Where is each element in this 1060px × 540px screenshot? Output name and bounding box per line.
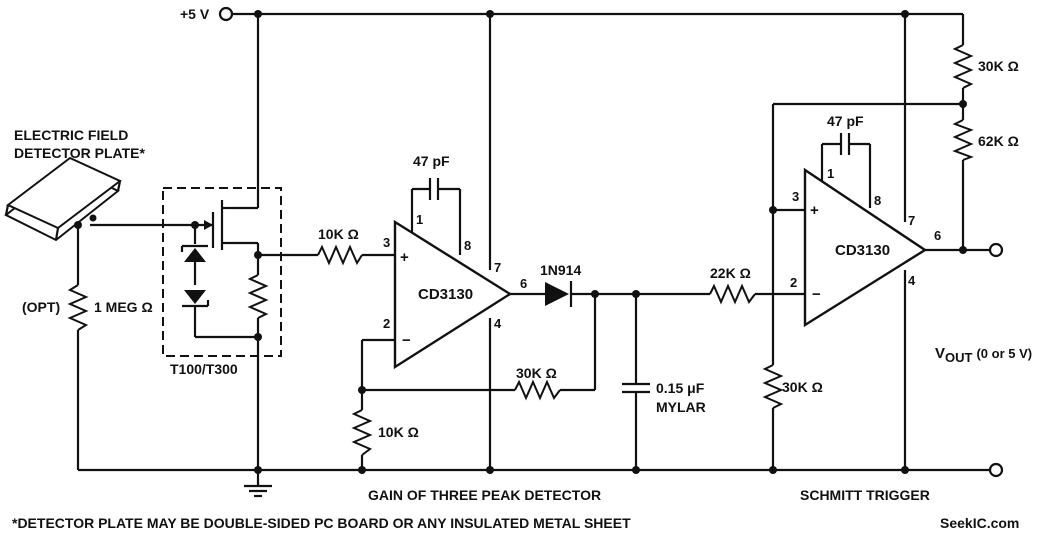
- opamp2-name: CD3130: [835, 242, 890, 259]
- opamp1-triangle: [393, 219, 513, 370]
- plate-title-line2: DETECTOR PLATE*: [14, 145, 145, 161]
- vout-label: VOUT(0 or 5 V): [935, 345, 1032, 365]
- diode-1n914: [545, 281, 573, 307]
- output-terminal: [988, 242, 1004, 258]
- opamp1-pin6: 6: [520, 276, 527, 291]
- c-fb1-label: 47 pF: [413, 153, 450, 169]
- supply-label: +5 V: [180, 6, 210, 22]
- module-box: [162, 187, 282, 357]
- opamp1-name: CD3130: [418, 286, 473, 303]
- opamp2-pin2: 2: [790, 275, 797, 290]
- c-hold-type: MYLAR: [656, 399, 706, 415]
- opamp2-pin7: 7: [908, 213, 915, 228]
- r-top1-label: 30K Ω: [978, 58, 1019, 74]
- module-label: T100/T300: [170, 361, 238, 377]
- resistor-30k-top: [952, 44, 974, 89]
- c-fb2-label: 47 pF: [827, 113, 864, 129]
- resistor-1meg: [67, 284, 89, 331]
- supply-terminal: [218, 6, 234, 22]
- opamp1-plus: +: [400, 249, 409, 266]
- r-in-label: 10K Ω: [318, 226, 359, 242]
- plate-title-line1: ELECTRIC FIELD: [14, 127, 128, 143]
- detector-plate-icon: [4, 156, 122, 242]
- opamp2-pin3: 3: [792, 189, 799, 204]
- capacitor-symbols: [428, 133, 851, 394]
- opamp1-minus: −: [402, 332, 411, 349]
- opamp1-pin3: 3: [383, 235, 390, 250]
- opamp2-pin6: 6: [934, 228, 941, 243]
- resistor-30k-feedback: [514, 379, 561, 401]
- r-bot-label: 30K Ω: [782, 379, 823, 395]
- r-gnd-label: 10K Ω: [378, 424, 419, 440]
- resistor-10k-input: [317, 244, 363, 266]
- opamp2-minus: −: [812, 286, 821, 303]
- resistor-10k-ground: [351, 409, 373, 456]
- footnote: *DETECTOR PLATE MAY BE DOUBLE-SIDED PC B…: [12, 515, 631, 531]
- opamp2-pin4: 4: [908, 273, 916, 288]
- resistor-30k-bottom: [762, 364, 784, 409]
- r-fb-label: 30K Ω: [516, 365, 557, 381]
- resistor-62k: [952, 119, 974, 161]
- r-in2-label: 22K Ω: [710, 265, 751, 281]
- wires: [76, 12, 990, 498]
- opamp1-pin7: 7: [494, 260, 501, 275]
- r-opt-note: (OPT): [22, 299, 60, 315]
- opamp1-pin1: 1: [416, 212, 423, 227]
- resistor-symbols: [67, 44, 974, 456]
- c-hold-value: 0.15 μF: [656, 380, 705, 396]
- schmitt-caption: SCHMITT TRIGGER: [800, 487, 930, 503]
- opamp2-plus: +: [810, 202, 819, 219]
- opamp2-triangle: [803, 167, 928, 328]
- r-top2-label: 62K Ω: [978, 133, 1019, 149]
- opamp1-pin4: 4: [494, 316, 502, 331]
- opamp1-pin2: 2: [383, 316, 390, 331]
- r-1meg-label: 1 MEG Ω: [94, 299, 153, 315]
- opamp2-pin8: 8: [874, 193, 881, 208]
- resistor-22k: [709, 283, 756, 305]
- peak-detector-caption: GAIN OF THREE PEAK DETECTOR: [368, 487, 601, 503]
- diode-label: 1N914: [540, 262, 581, 278]
- opamp1-pin8: 8: [464, 238, 471, 253]
- ground-terminal: [988, 462, 1004, 478]
- opamp2-pin1: 1: [827, 166, 834, 181]
- junction-dots: [74, 10, 967, 474]
- mosfet-symbol: [204, 200, 230, 250]
- watermark: SeekIC.com: [940, 515, 1019, 531]
- zener-pair: [180, 244, 210, 308]
- resistor-module-internal: [247, 274, 269, 319]
